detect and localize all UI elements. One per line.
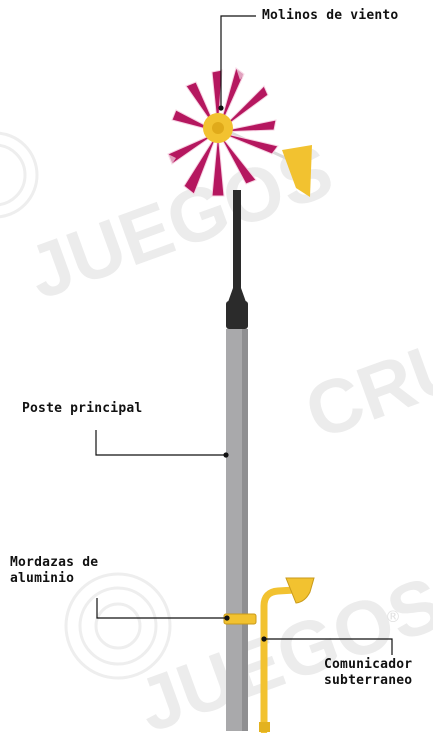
pole-shade (242, 329, 248, 731)
aluminium-clamp (223, 613, 257, 625)
communicator-horn (285, 577, 315, 604)
watermark-text-3: JUEGOS (127, 561, 433, 733)
communicator-tube (260, 586, 299, 733)
label-windmill: Molinos de viento (262, 8, 399, 23)
label-main-pole: Poste principal (22, 401, 143, 416)
leader-pole (95, 430, 226, 456)
watermark: JUEGOS CRU JUEGOS (0, 128, 433, 733)
watermark-seal-bottom (64, 572, 172, 680)
main-pole (226, 190, 248, 731)
leader-pole-dot (223, 452, 229, 458)
leader-lines (95, 15, 393, 655)
leader-clamp (96, 598, 227, 619)
leader-windmill-dot (218, 105, 224, 111)
leader-communicator-dot (261, 636, 267, 642)
watermark-registered-mark: ® (385, 607, 401, 626)
windmill-hub-center (212, 122, 224, 134)
windmill (167, 67, 312, 197)
windmill-blade-tips (168, 68, 244, 164)
watermark-seal-top (0, 131, 39, 219)
pole-cap (226, 301, 248, 329)
watermark-text-2: CRU (295, 320, 433, 456)
label-communicator: Comunicador subterraneo (324, 657, 413, 688)
pole-taper (228, 288, 246, 302)
leader-communicator (264, 638, 393, 655)
leader-clamp-dot (224, 615, 230, 621)
windmill-tail-fin (282, 145, 312, 197)
leader-windmill (220, 15, 256, 108)
underground-communicator (259, 577, 315, 733)
label-clamps: Mordazas de aluminio (10, 555, 99, 586)
communicator-base (259, 722, 270, 732)
pole-black-upper (233, 190, 241, 290)
